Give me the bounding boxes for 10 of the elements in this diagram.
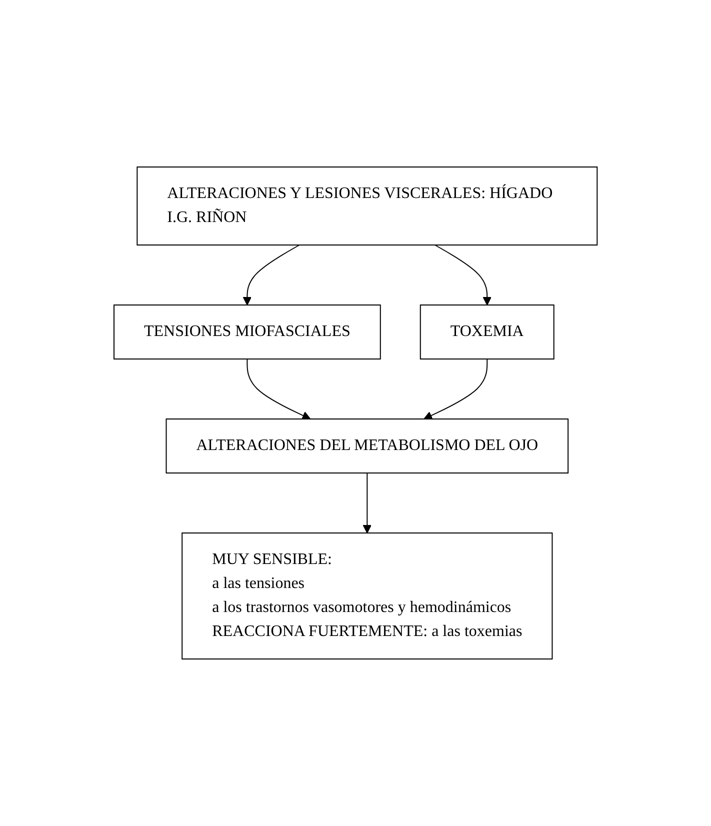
node-box: MUY SENSIBLE: a las tensiones a los trastornos vasomotores y hemodinámicos REACCIONA FUERTEMENTE: a las toxemias <box>182 532 553 660</box>
node-box: ALTERACIONES DEL METABOLISMO DEL OJO <box>166 418 568 474</box>
node-box: TOXEMIA <box>420 304 554 360</box>
node-box: ALTERACIONES Y LESIONES VISCERALES: HÍGADO I.G. RIÑON <box>136 166 598 246</box>
arrow <box>434 244 492 306</box>
node-box: TENSIONES MIOFASCIALES <box>113 304 381 360</box>
arrow <box>242 244 300 306</box>
arrow <box>362 472 372 534</box>
arrow <box>246 358 311 420</box>
arrow <box>424 358 488 420</box>
